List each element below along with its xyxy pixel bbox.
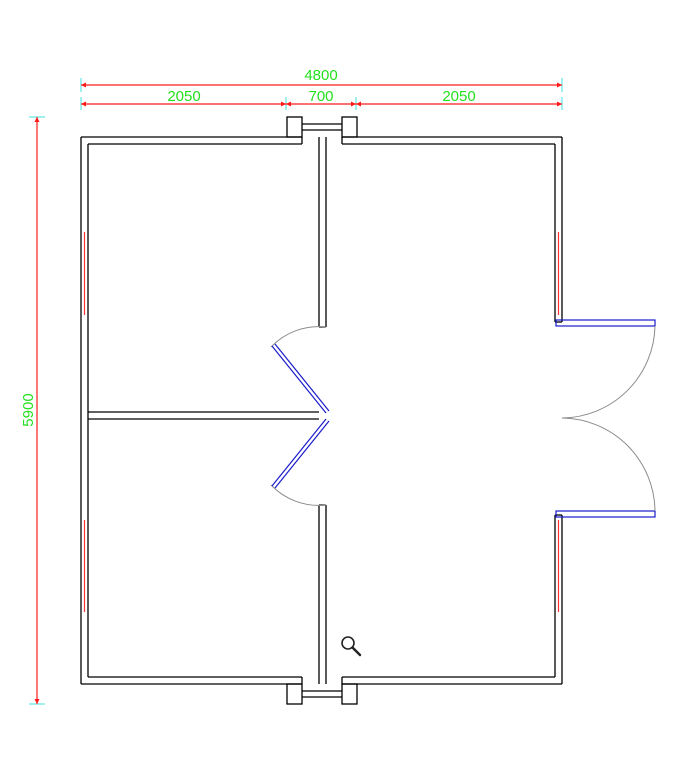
- dimension-label-left-segment: 2050: [167, 88, 200, 105]
- interior-walls: [88, 137, 327, 684]
- wall-posts: [286, 116, 358, 705]
- windows: [83, 232, 560, 612]
- interior-door-lower: [270, 418, 330, 506]
- exterior-double-door: [555, 319, 656, 518]
- dimension-label-right-segment: 2050: [442, 88, 475, 105]
- dimension-label-middle-segment: 700: [308, 88, 333, 105]
- dimension-overall-height: 5900: [20, 116, 45, 705]
- dimension-label-overall-height: 5900: [20, 393, 37, 426]
- magnifier-icon[interactable]: [341, 636, 362, 657]
- exterior-walls: [80, 136, 563, 685]
- dimension-overall-width: 4800: [80, 67, 563, 92]
- interior-door-upper: [270, 326, 330, 414]
- dimension-label-overall-width: 4800: [304, 67, 337, 84]
- dimension-segments: 2050 700 2050: [80, 88, 563, 110]
